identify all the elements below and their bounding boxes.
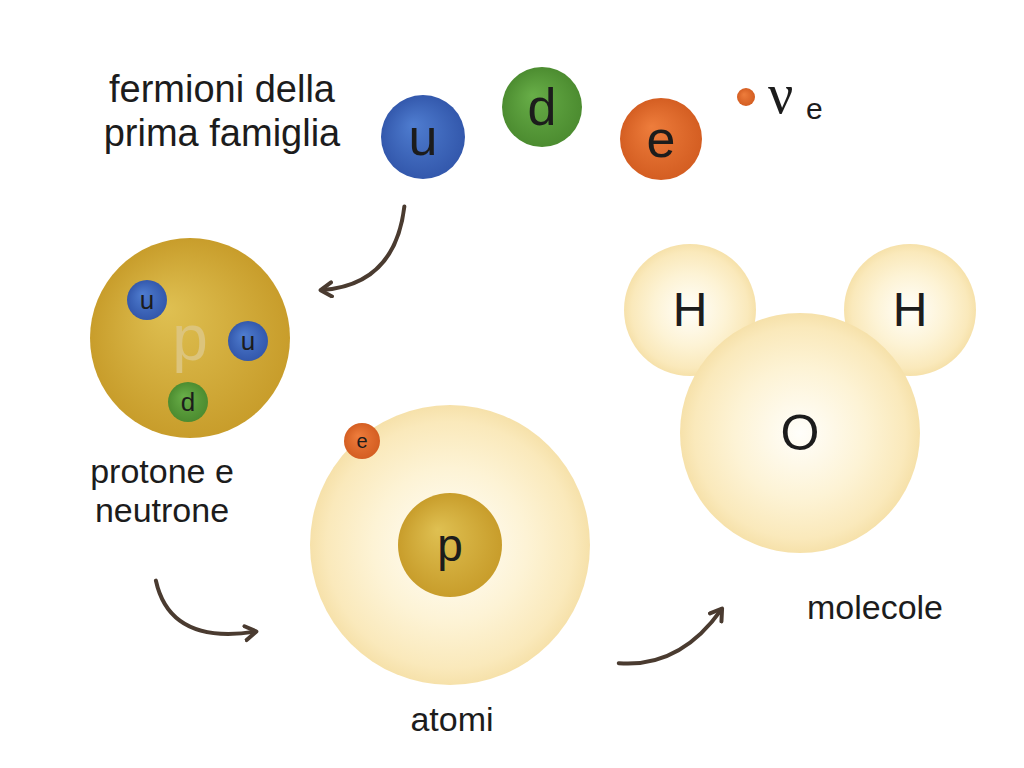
particle-circle: atomiep	[310, 405, 590, 685]
stage-label: atomi	[352, 700, 552, 739]
circle-fill	[127, 280, 167, 320]
particle-symbol: u	[228, 321, 268, 361]
particle-symbol: u	[127, 280, 167, 320]
particle-symbol: d	[502, 67, 582, 147]
particle-symbol: O	[680, 313, 920, 553]
stage-label: protone e neutrone	[62, 452, 262, 530]
particle-symbol: p	[398, 493, 502, 597]
particle-circle: e	[620, 98, 702, 180]
circle-shape	[737, 88, 755, 106]
particle-symbol: u	[381, 95, 465, 179]
circle-fill	[310, 405, 590, 685]
circle-fill	[168, 382, 208, 422]
circle-fill	[228, 321, 268, 361]
particle-circle: p	[398, 493, 502, 597]
particle-symbol: e	[620, 98, 702, 180]
particle-circle: pprotone e neutroneuud	[90, 238, 290, 438]
circle-fill	[502, 67, 582, 147]
circle-fill	[344, 423, 380, 459]
particle-circle: O	[680, 313, 920, 553]
particle-circle: u	[127, 280, 167, 320]
circle-fill	[620, 98, 702, 180]
curved-arrow	[619, 609, 722, 663]
particle-circle: u	[381, 95, 465, 179]
curved-arrow	[322, 207, 405, 291]
particle-circle: d	[502, 67, 582, 147]
caption-text: fermioni della prima famiglia	[84, 68, 360, 155]
particle-circle: d	[168, 382, 208, 422]
curved-arrow	[156, 581, 256, 634]
stage-label: e	[806, 92, 823, 127]
stage-label: ν	[768, 62, 793, 126]
particle-circle: u	[228, 321, 268, 361]
circle-fill	[398, 493, 502, 597]
circle-fill	[737, 88, 755, 106]
circle-fill	[90, 238, 290, 438]
particle-circle: e	[344, 423, 380, 459]
circle-fill	[381, 95, 465, 179]
caption-text: molecole	[790, 588, 960, 627]
particle-symbol: e	[344, 423, 380, 459]
particle-symbol: d	[168, 382, 208, 422]
particle-circle: νe	[737, 88, 755, 106]
circle-fill	[680, 313, 920, 553]
